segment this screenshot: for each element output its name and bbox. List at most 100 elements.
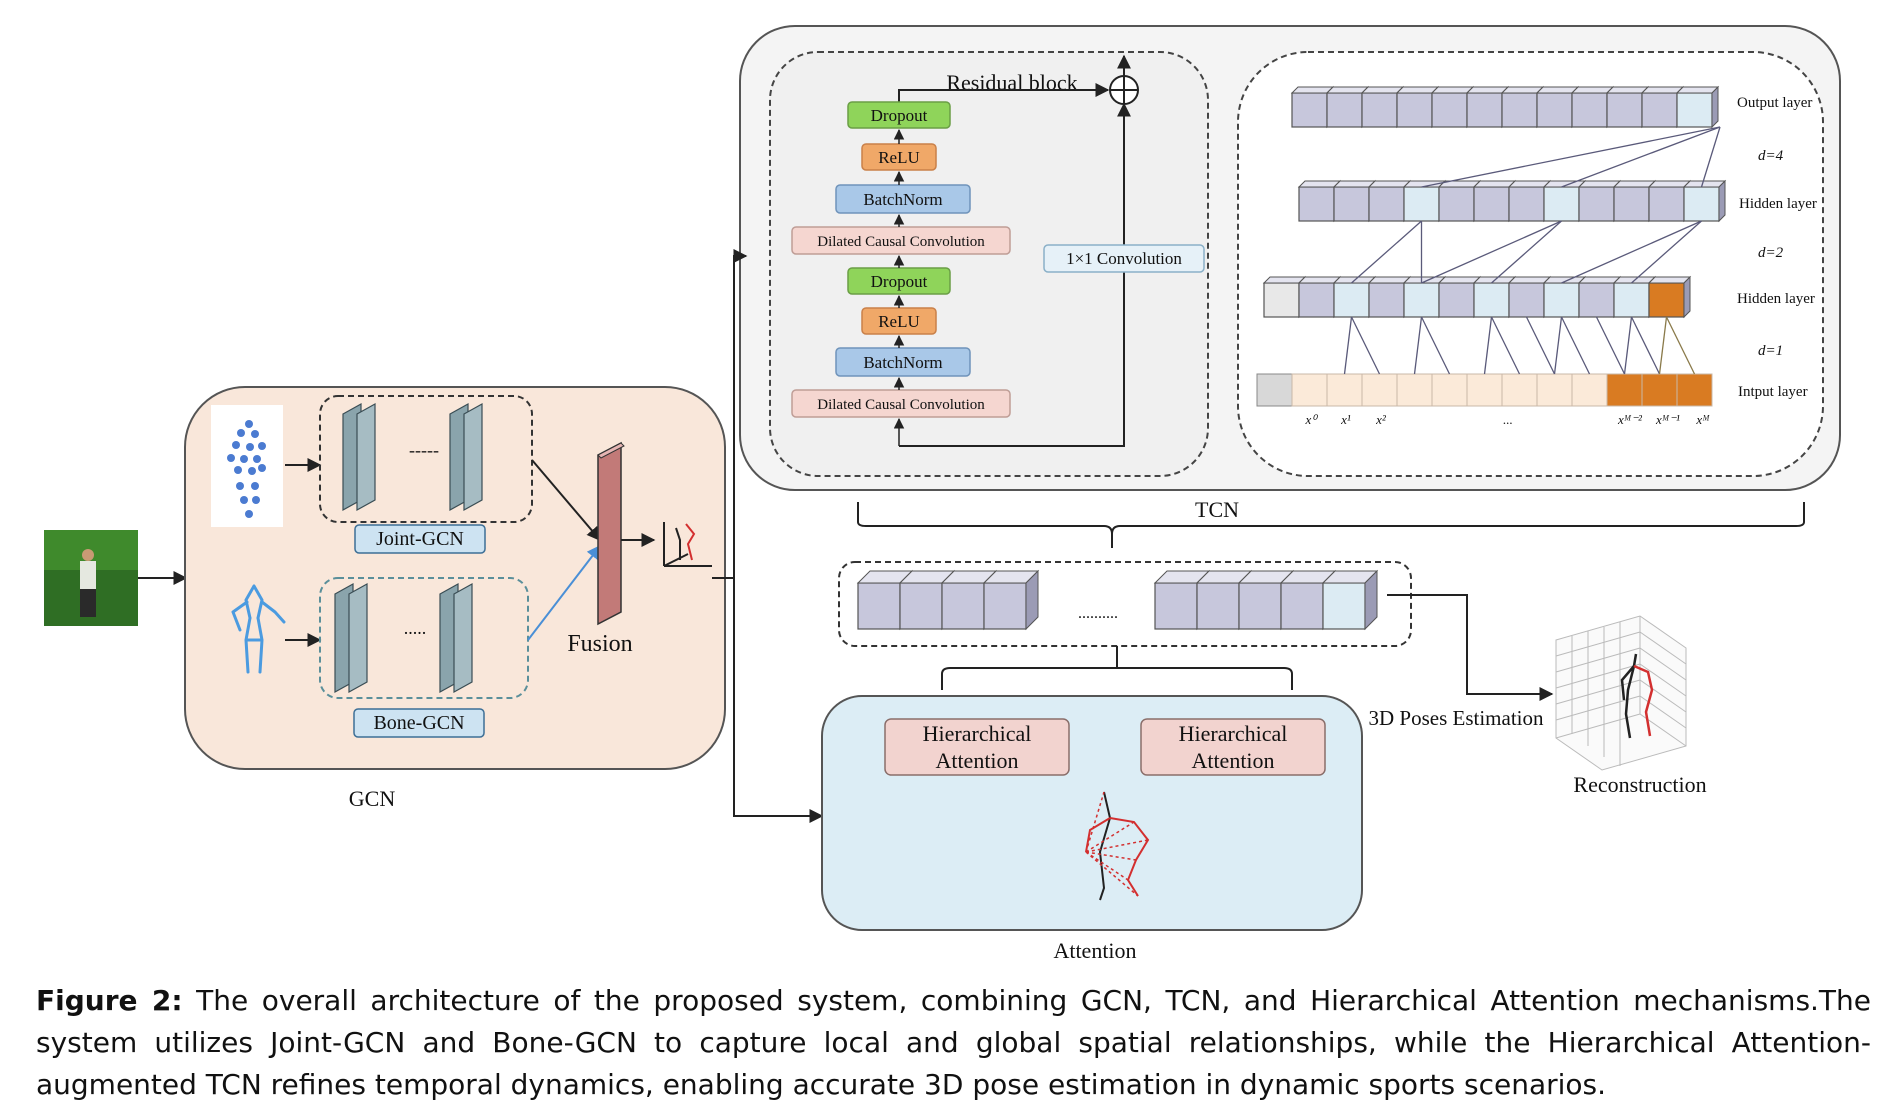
dilated-conv-block-1 (791, 226, 1011, 255)
output-layer-label: Output layer (1737, 95, 1812, 111)
feature-sequence-ellipsis: .......... (1078, 605, 1118, 622)
poses-estimation-label: 3D Poses Estimation (1368, 706, 1544, 730)
joint-gcn-frame (319, 395, 533, 523)
architecture-diagram: Residual block Dropout ReLU BatchNorm Di… (44, 25, 1841, 963)
input-layer-cell (1606, 373, 1643, 407)
input-index-label: xᴹ (1695, 412, 1710, 427)
dilation-connection (1595, 316, 1626, 375)
relu-label-2: ReLU (878, 312, 920, 331)
input-layer-cell (1571, 373, 1608, 407)
hier-attention-2-line1: Hierarchical (1179, 721, 1288, 746)
input-index-label: x² (1375, 412, 1387, 427)
dilated-layers (1256, 85, 1727, 407)
input-layer-cell (1431, 373, 1468, 407)
dilation-connection (1350, 316, 1381, 375)
bone-gcn-layers (334, 582, 473, 694)
batchnorm-label-1: BatchNorm (863, 190, 942, 209)
dilation-connection (1421, 220, 1562, 284)
small-3d-pose-icon (663, 522, 712, 567)
dropout-label-2: Dropout (871, 272, 928, 291)
input-layer-cell (1676, 373, 1713, 407)
hidden-layer-1-cell (1367, 179, 1412, 223)
tcn-brace (857, 502, 1805, 548)
dilation-connection (1491, 220, 1562, 284)
dropout-block-1 (847, 101, 951, 129)
bone-gcn-frame (319, 577, 529, 699)
dilation-connection (1351, 220, 1422, 284)
hidden-layer-label-2: Hidden layer (1737, 291, 1815, 307)
dilation-connection (1631, 220, 1702, 284)
residual-block-label: Residual block (946, 70, 1077, 95)
feature-cube (1321, 569, 1379, 631)
output-layer-cell (1535, 85, 1580, 129)
hier-attention-2-line2: Attention (1191, 748, 1274, 773)
hidden-layer-2-cell (1647, 275, 1692, 319)
input-index-label: xᴹ⁻¹ (1655, 412, 1680, 427)
batchnorm-label-2: BatchNorm (863, 353, 942, 372)
fusion-label: Fusion (567, 631, 632, 657)
gcn-label: GCN (349, 786, 396, 811)
hidden-layer-label-1: Hidden layer (1739, 196, 1817, 212)
joint-gcn-tag (354, 524, 486, 554)
dilation-connection (1665, 316, 1696, 375)
bone-gcn-tag (353, 708, 485, 738)
bone-gcn-plate (439, 582, 473, 694)
batchnorm-block-1 (835, 184, 971, 214)
dilation-connection (1421, 126, 1721, 188)
input-layer-cell (1466, 373, 1503, 407)
joint-gcn-ellipsis: ----- (409, 440, 439, 460)
dilated-conv-label-2: Dilated Causal Convolution (817, 397, 985, 413)
dropout-label-1: Dropout (871, 106, 928, 125)
joint-gcn-plate (449, 402, 483, 512)
dilation-connection (1623, 316, 1633, 375)
input-layer-label: Intput layer (1738, 384, 1808, 400)
input-layer-cell (1291, 373, 1328, 407)
output-layer-cell (1605, 85, 1650, 129)
dilation-4-label: d=4 (1758, 148, 1784, 164)
bone-skeleton-icon (231, 584, 286, 674)
attention-label: Attention (1053, 938, 1136, 963)
dilation-connection (1561, 220, 1702, 284)
figure-caption: Figure 2: The overall architecture of th… (36, 980, 1871, 1106)
input-layer-cell (1326, 373, 1363, 407)
feature-sequence-cubes (856, 569, 1379, 631)
input-layer-cell (1361, 373, 1398, 407)
dilation-connection (1420, 316, 1451, 375)
input-layer-cell (1501, 373, 1538, 407)
hier-attention-block-1 (884, 718, 1070, 776)
bone-gcn-label: Bone-GCN (373, 712, 464, 734)
input-layer-padding-cell (1256, 373, 1293, 407)
hier-attention-1-line1: Hierarchical (923, 721, 1032, 746)
bone-gcn-plate (334, 582, 368, 694)
attention-brace (941, 646, 1293, 690)
dilation-1-label: d=1 (1758, 343, 1783, 359)
output-layer-cell (1570, 85, 1615, 129)
input-index-label: x¹ (1340, 412, 1351, 427)
dilation-2-label: d=2 (1758, 245, 1784, 261)
bone-gcn-ellipsis: ..... (404, 618, 427, 638)
input-index-label: x⁰ (1305, 412, 1319, 427)
input-index-label: ... (1503, 412, 1513, 427)
dilation-connection (1343, 316, 1353, 375)
dilation-connection (1658, 316, 1668, 375)
dilation-connection (1700, 126, 1721, 188)
dilation-connection (1561, 126, 1721, 188)
reconstruction-3d-grid (1555, 615, 1687, 771)
figure-number: Figure 2: (36, 984, 183, 1017)
joint-gcn-label: Joint-GCN (376, 528, 464, 550)
relu-label-1: ReLU (878, 148, 920, 167)
feature-cube (982, 569, 1040, 631)
fusion-plate (597, 441, 622, 626)
input-layer-cell (1536, 373, 1573, 407)
dilation-connection (1483, 316, 1493, 375)
attention-skeleton-icon (1085, 791, 1150, 901)
dilation-connection (1413, 316, 1423, 375)
dilation-connection (1560, 316, 1591, 375)
hidden-layer-1-cell (1682, 179, 1727, 223)
input-layer-cell (1396, 373, 1433, 407)
conv1x1-block (1043, 244, 1205, 273)
dilated-conv-label-1: Dilated Causal Convolution (817, 234, 985, 250)
dilation-frame (1237, 51, 1824, 477)
output-layer-cell (1675, 85, 1720, 129)
